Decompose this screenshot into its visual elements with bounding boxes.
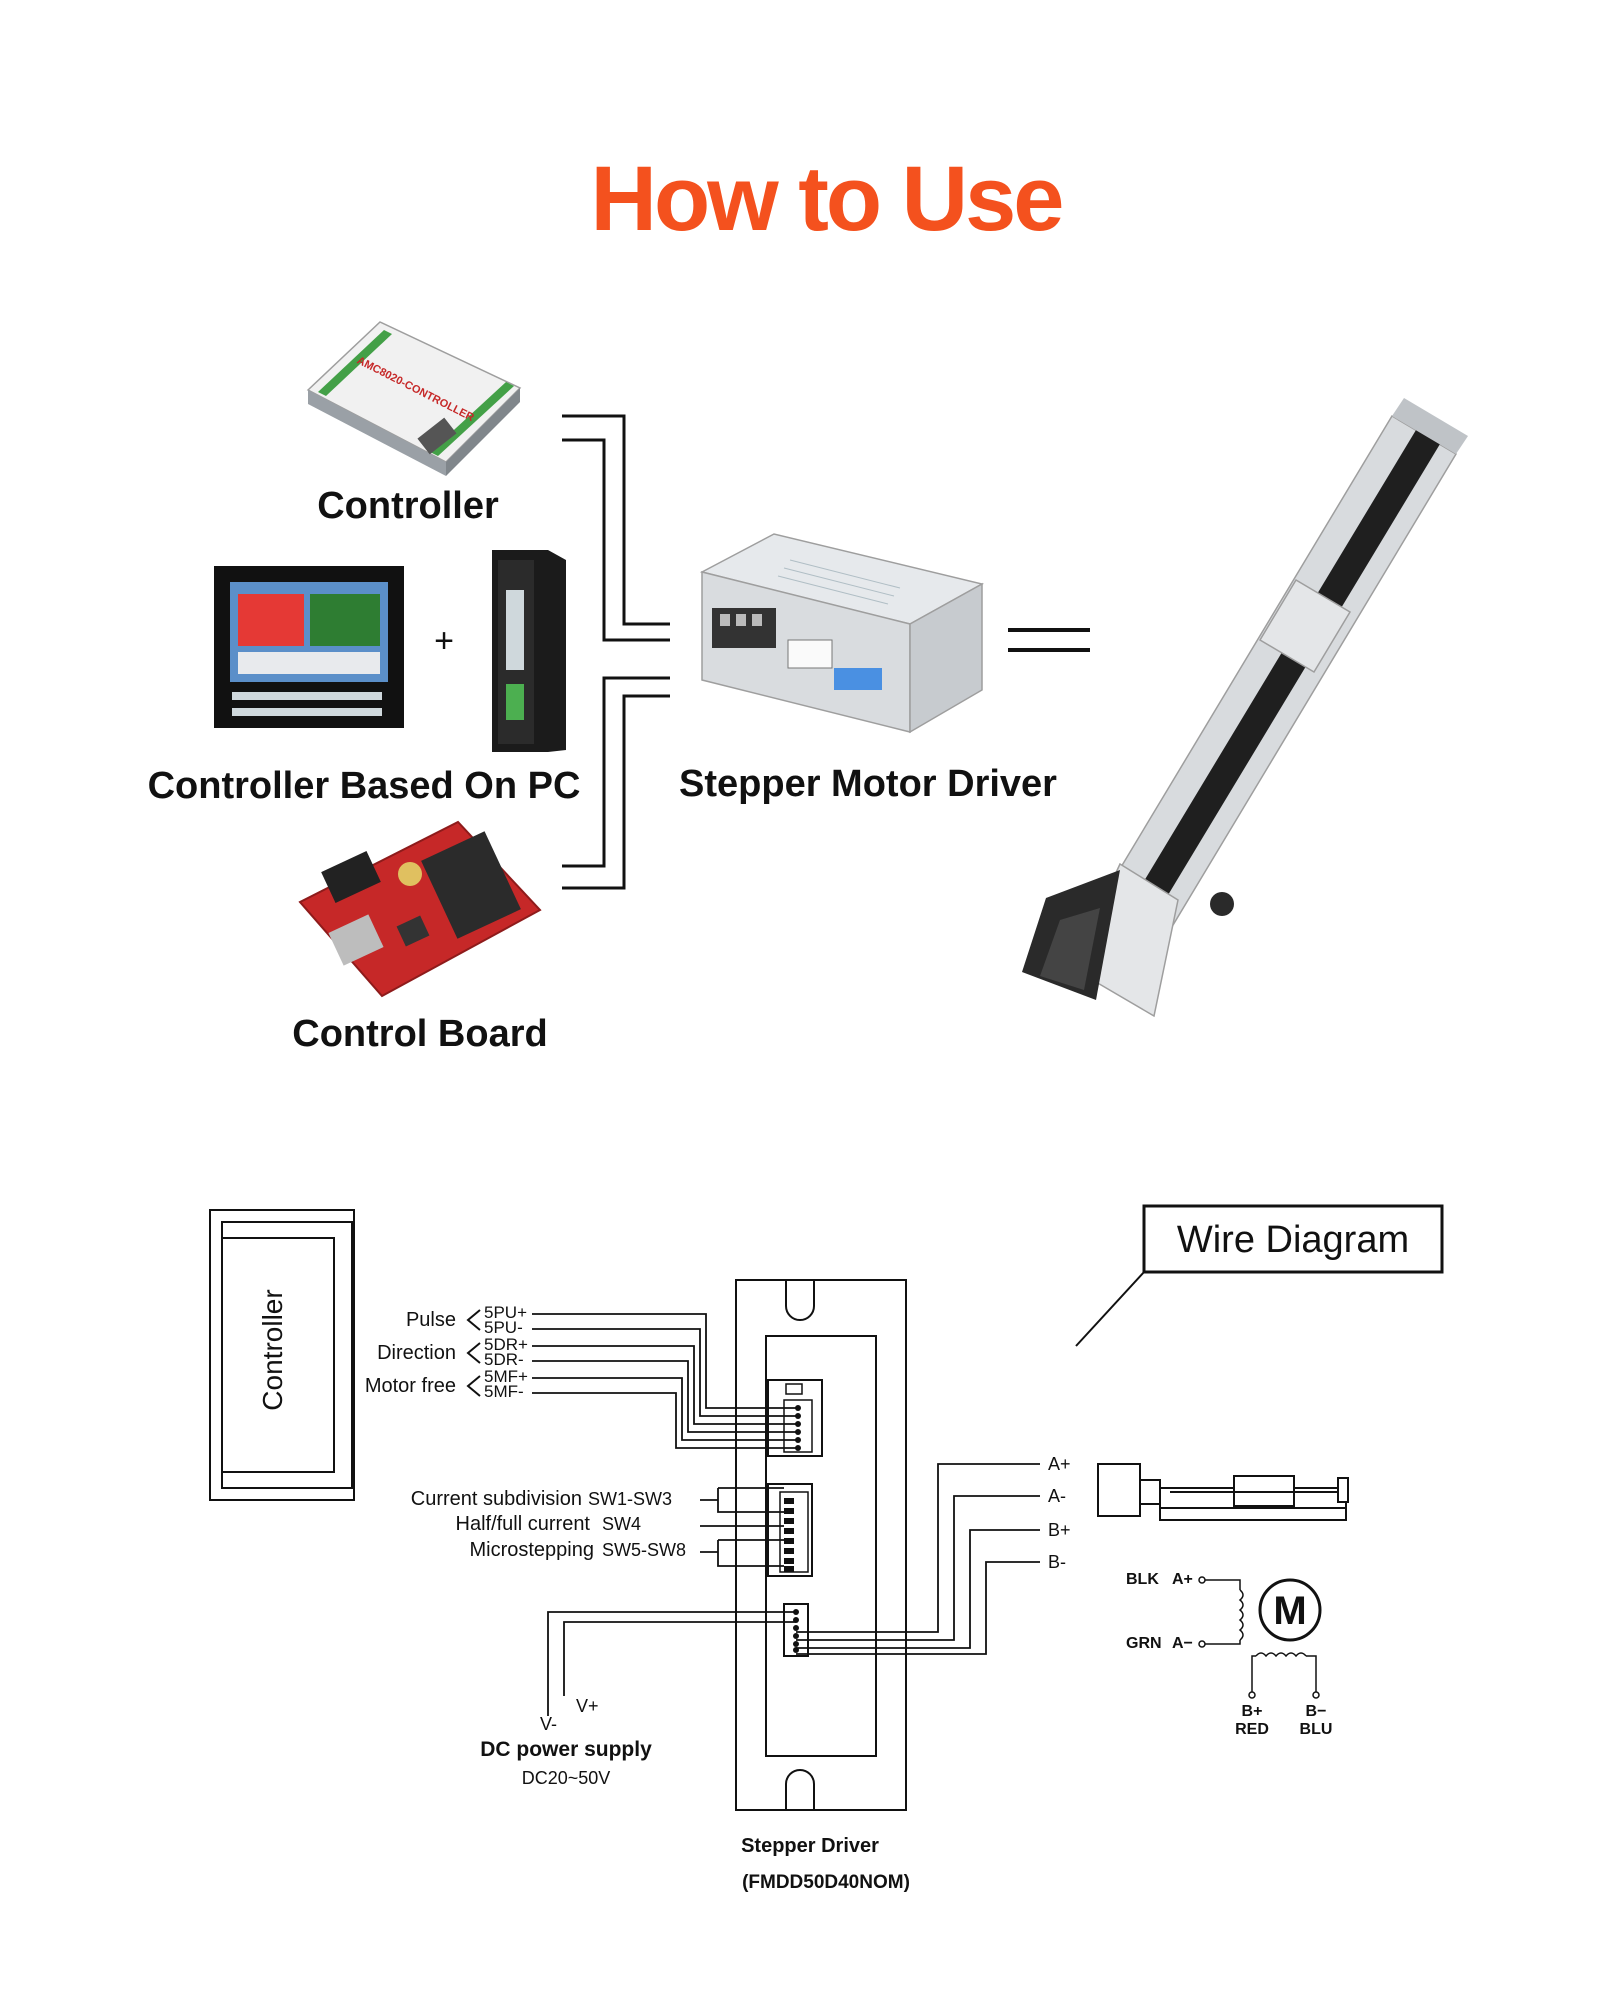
pc-monitor-image bbox=[214, 566, 404, 728]
output-a-minus: A- bbox=[1048, 1486, 1066, 1506]
switch-code-sw1-sw3: SW1-SW3 bbox=[588, 1489, 672, 1509]
coil-b-plus: B+ bbox=[1242, 1703, 1263, 1720]
coil-blk: BLK bbox=[1126, 1571, 1159, 1588]
page-title: How to Use bbox=[591, 148, 1063, 250]
wire-diagram-title-box bbox=[1142, 1204, 1444, 1274]
controller-box-label: Controller bbox=[257, 1289, 288, 1410]
power-v-plus: V+ bbox=[576, 1696, 599, 1716]
linear-actuator-image bbox=[1022, 398, 1468, 1018]
pin-5pu-minus: 5PU- bbox=[484, 1318, 523, 1337]
power-label: DC power supply bbox=[480, 1738, 652, 1761]
driver-label: Stepper Motor Driver bbox=[679, 763, 1057, 805]
plus-sign: + bbox=[434, 622, 454, 660]
motor-symbol-circle bbox=[1258, 1578, 1322, 1642]
output-b-minus: B- bbox=[1048, 1552, 1066, 1572]
controller-box bbox=[209, 1209, 355, 1501]
signal-name-direction: Direction bbox=[377, 1342, 456, 1364]
switch-code-sw5-sw8: SW5-SW8 bbox=[602, 1540, 686, 1560]
control-board-image bbox=[298, 820, 542, 998]
switch-name-half-full-current: Half/full current bbox=[456, 1513, 591, 1535]
wire-diagram-title: Wire Diagram bbox=[1177, 1219, 1409, 1261]
connection-lines bbox=[562, 414, 670, 890]
signal-name-pulse: Pulse bbox=[406, 1309, 456, 1331]
control-board-label: Control Board bbox=[292, 1013, 547, 1055]
coil-a-plus: A+ bbox=[1172, 1571, 1193, 1588]
coil-grn: GRN bbox=[1126, 1635, 1162, 1652]
linear-module-drawing bbox=[1097, 1463, 1349, 1521]
motor-symbol: M bbox=[1273, 1589, 1306, 1633]
output-a-plus: A+ bbox=[1048, 1454, 1071, 1474]
output-b-plus: B+ bbox=[1048, 1520, 1071, 1540]
motor-coil-schematic: BLK A+ GRN A− M B+ B− RED BLU bbox=[1126, 1571, 1332, 1738]
pc-controller-label: Controller Based On PC bbox=[148, 765, 581, 807]
switch-code-sw4: SW4 bbox=[602, 1514, 641, 1534]
switch-leads bbox=[700, 1487, 784, 1567]
controller-label: Controller bbox=[317, 485, 499, 527]
switch-labels: Current subdivision SW1-SW3 Half/full cu… bbox=[411, 1488, 686, 1561]
power-range: DC20~50V bbox=[522, 1768, 611, 1788]
coil-b-minus: B− bbox=[1306, 1703, 1327, 1720]
pin-5dr-minus: 5DR- bbox=[484, 1350, 524, 1369]
switch-name-microstepping: Microstepping bbox=[469, 1539, 594, 1561]
signal-name-motor-free: Motor free bbox=[365, 1375, 456, 1397]
switch-block bbox=[767, 1483, 813, 1577]
power-v-minus: V- bbox=[540, 1714, 557, 1734]
switch-name-current-subdivision: Current subdivision bbox=[411, 1488, 582, 1510]
pin-5mf-plus: 5MF+ bbox=[484, 1367, 528, 1386]
coil-red: RED bbox=[1235, 1721, 1269, 1738]
signal-wires bbox=[532, 1313, 798, 1449]
driver-device-image bbox=[699, 533, 985, 734]
pin-5mf-minus: 5MF- bbox=[484, 1382, 524, 1401]
pc-tower-image bbox=[492, 550, 566, 752]
signal-labels: Pulse Direction Motor free 5PU+ 5PU- 5DR… bbox=[365, 1303, 528, 1401]
coil-a-minus: A− bbox=[1172, 1635, 1193, 1652]
equals-sign bbox=[1008, 628, 1090, 652]
motor-output-wires bbox=[796, 1463, 1040, 1655]
stepper-driver-label: Stepper Driver bbox=[741, 1835, 879, 1857]
wire-diagram-pointer bbox=[1075, 1271, 1145, 1347]
coil-blu: BLU bbox=[1300, 1721, 1333, 1738]
signal-connector bbox=[767, 1379, 823, 1457]
stepper-driver-model: (FMDD50D40NOM) bbox=[742, 1872, 910, 1893]
controller-device-image: AMC8020-CONTROLLER bbox=[306, 321, 522, 476]
stepper-driver-box bbox=[735, 1279, 907, 1811]
pin-5pu-plus: 5PU+ bbox=[484, 1303, 527, 1322]
power-wires bbox=[547, 1611, 796, 1716]
pin-5dr-plus: 5DR+ bbox=[484, 1335, 528, 1354]
